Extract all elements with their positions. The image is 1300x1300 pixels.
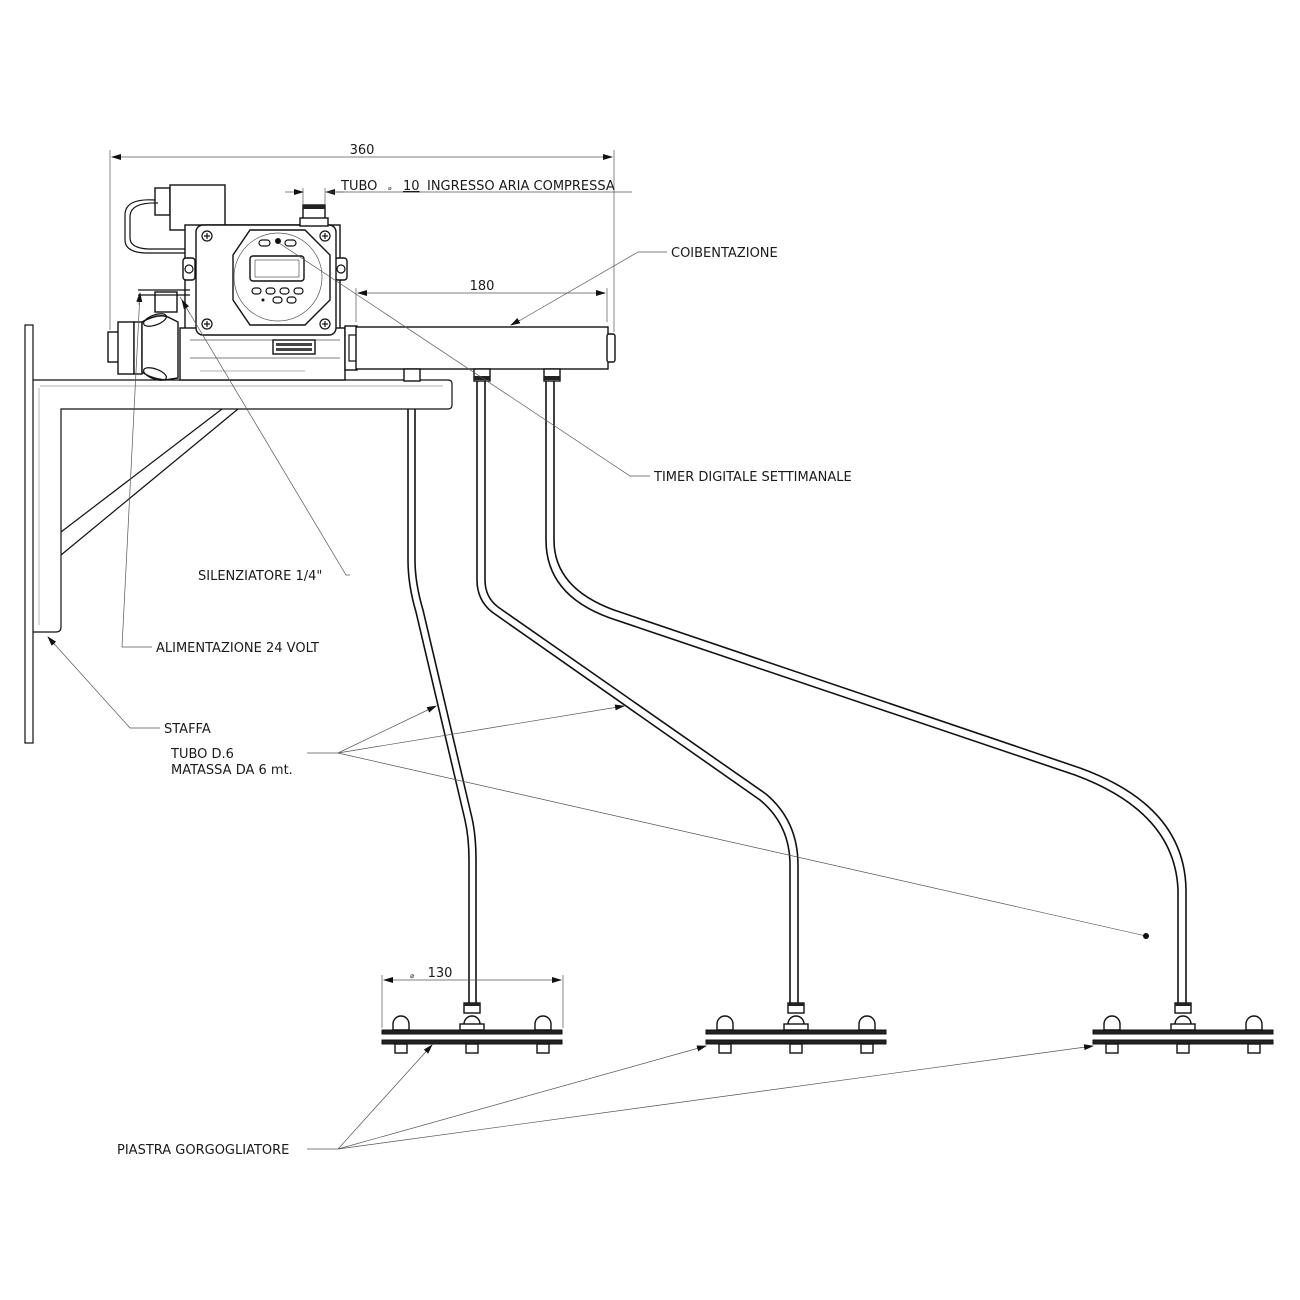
- timer-button: [265, 287, 276, 295]
- dimension-180: 180: [355, 279, 608, 322]
- label-piastra: PIASTRA GORGOGLIATORE: [117, 1044, 1094, 1158]
- bubbler-plate-3: [1092, 1002, 1274, 1054]
- dimension-value: 360: [350, 143, 375, 158]
- tube-3: [545, 381, 1179, 1005]
- tubes: [407, 381, 1187, 1005]
- label-tubo-ingresso: TUBO ⌀ 10 INGRESSO ARIA COMPRESSA: [285, 179, 632, 205]
- svg-text:⌀: ⌀: [388, 185, 392, 192]
- svg-text:PIASTRA GORGOGLIATORE: PIASTRA GORGOGLIATORE: [117, 1143, 289, 1158]
- wall-plate: [24, 324, 34, 744]
- inlet-union: [117, 321, 135, 375]
- timer-led: [275, 238, 281, 244]
- tube-2: [476, 381, 791, 1005]
- screw-icon: [319, 318, 331, 330]
- wall-bracket: [24, 324, 453, 744]
- dimension-value: 130: [428, 966, 453, 981]
- svg-text:SILENZIATORE 1/4": SILENZIATORE 1/4": [198, 569, 322, 584]
- manifold: [355, 326, 616, 382]
- label-alimentazione: ALIMENTAZIONE 24 VOLT: [121, 292, 319, 656]
- bubbler-plate-1: [381, 1002, 563, 1054]
- insulated-manifold: [355, 326, 609, 370]
- bubbler-plate-2: [705, 1002, 887, 1054]
- bracket-arm: [33, 379, 453, 633]
- timer-button: [258, 239, 271, 247]
- bubbler-plates: [381, 1002, 1274, 1054]
- timer-display: [249, 255, 305, 282]
- screw-icon: [201, 318, 213, 330]
- valve-body: [179, 327, 346, 381]
- silencer: [154, 291, 178, 313]
- svg-text:TIMER DIGITALE SETTIMANALE: TIMER DIGITALE SETTIMANALE: [653, 470, 852, 485]
- timer-button: [284, 239, 297, 247]
- svg-text:INGRESSO ARIA COMPRESSA: INGRESSO ARIA COMPRESSA: [427, 179, 615, 194]
- svg-text:COIBENTAZIONE: COIBENTAZIONE: [671, 246, 778, 261]
- leader-dot: [1143, 933, 1149, 939]
- label-timer: TIMER DIGITALE SETTIMANALE: [278, 242, 852, 485]
- svg-text:TUBO: TUBO: [340, 179, 377, 194]
- svg-text:ALIMENTAZIONE 24 VOLT: ALIMENTAZIONE 24 VOLT: [156, 641, 319, 656]
- timer-button: [286, 296, 297, 304]
- svg-text:TUBO D.6: TUBO D.6: [170, 747, 234, 762]
- timer-button: [272, 296, 283, 304]
- bracket-brace-lower: [60, 408, 239, 556]
- dimension-360: 360: [109, 143, 615, 332]
- manifold-end-cap: [606, 333, 616, 363]
- dimension-value: 180: [470, 279, 495, 294]
- tube-1: [407, 409, 470, 1005]
- label-silenziatore: SILENZIATORE 1/4": [179, 296, 350, 584]
- label-coibentazione: COIBENTAZIONE: [510, 246, 778, 326]
- timer-button: [251, 287, 262, 295]
- screw-icon: [201, 230, 213, 242]
- nameplate: [272, 339, 316, 355]
- power-cable: [124, 199, 190, 254]
- manifold-outlet: [403, 368, 421, 382]
- timer-button: [279, 287, 290, 295]
- diameter-symbol: ⌀: [410, 972, 414, 980]
- svg-text:10: 10: [403, 179, 420, 194]
- solenoid-valve-assembly: [107, 184, 358, 381]
- solenoid-coil: [169, 184, 226, 231]
- screw-icon: [319, 230, 331, 242]
- label-staffa: STAFFA: [47, 636, 211, 737]
- dimension-130: ⌀ 130: [381, 966, 564, 1028]
- svg-text:STAFFA: STAFFA: [164, 722, 211, 737]
- timer-button: [293, 287, 304, 295]
- svg-text:MATASSA DA 6 mt.: MATASSA DA 6 mt.: [171, 763, 293, 778]
- bracket-brace-upper: [60, 408, 223, 533]
- label-tubo-d6: TUBO D.6 MATASSA DA 6 mt.: [170, 704, 1149, 939]
